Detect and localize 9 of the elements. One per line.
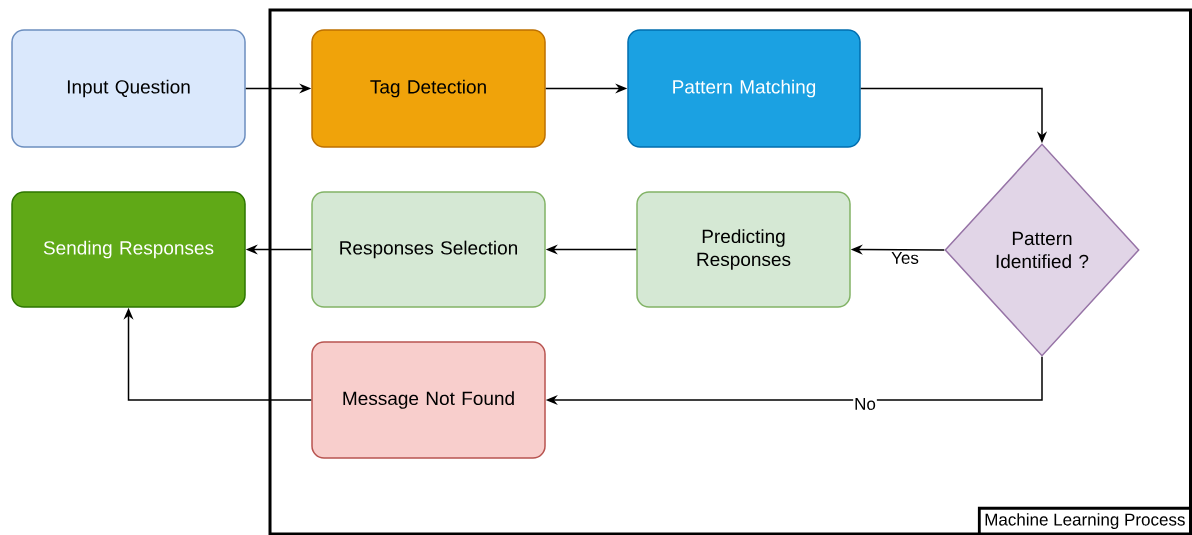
edge-label: Yes [890, 251, 920, 265]
process-box: Message Not Found [311, 341, 546, 459]
edge-label: No [853, 397, 877, 411]
process-box: Input Question [11, 29, 246, 148]
process-box: Tag Detection [311, 29, 546, 148]
process-box: Sending Responses [11, 191, 246, 308]
process-box: Responses Selection [311, 191, 546, 308]
process-box: Predicting Responses [636, 191, 851, 308]
process-box: Pattern Matching [627, 29, 861, 148]
